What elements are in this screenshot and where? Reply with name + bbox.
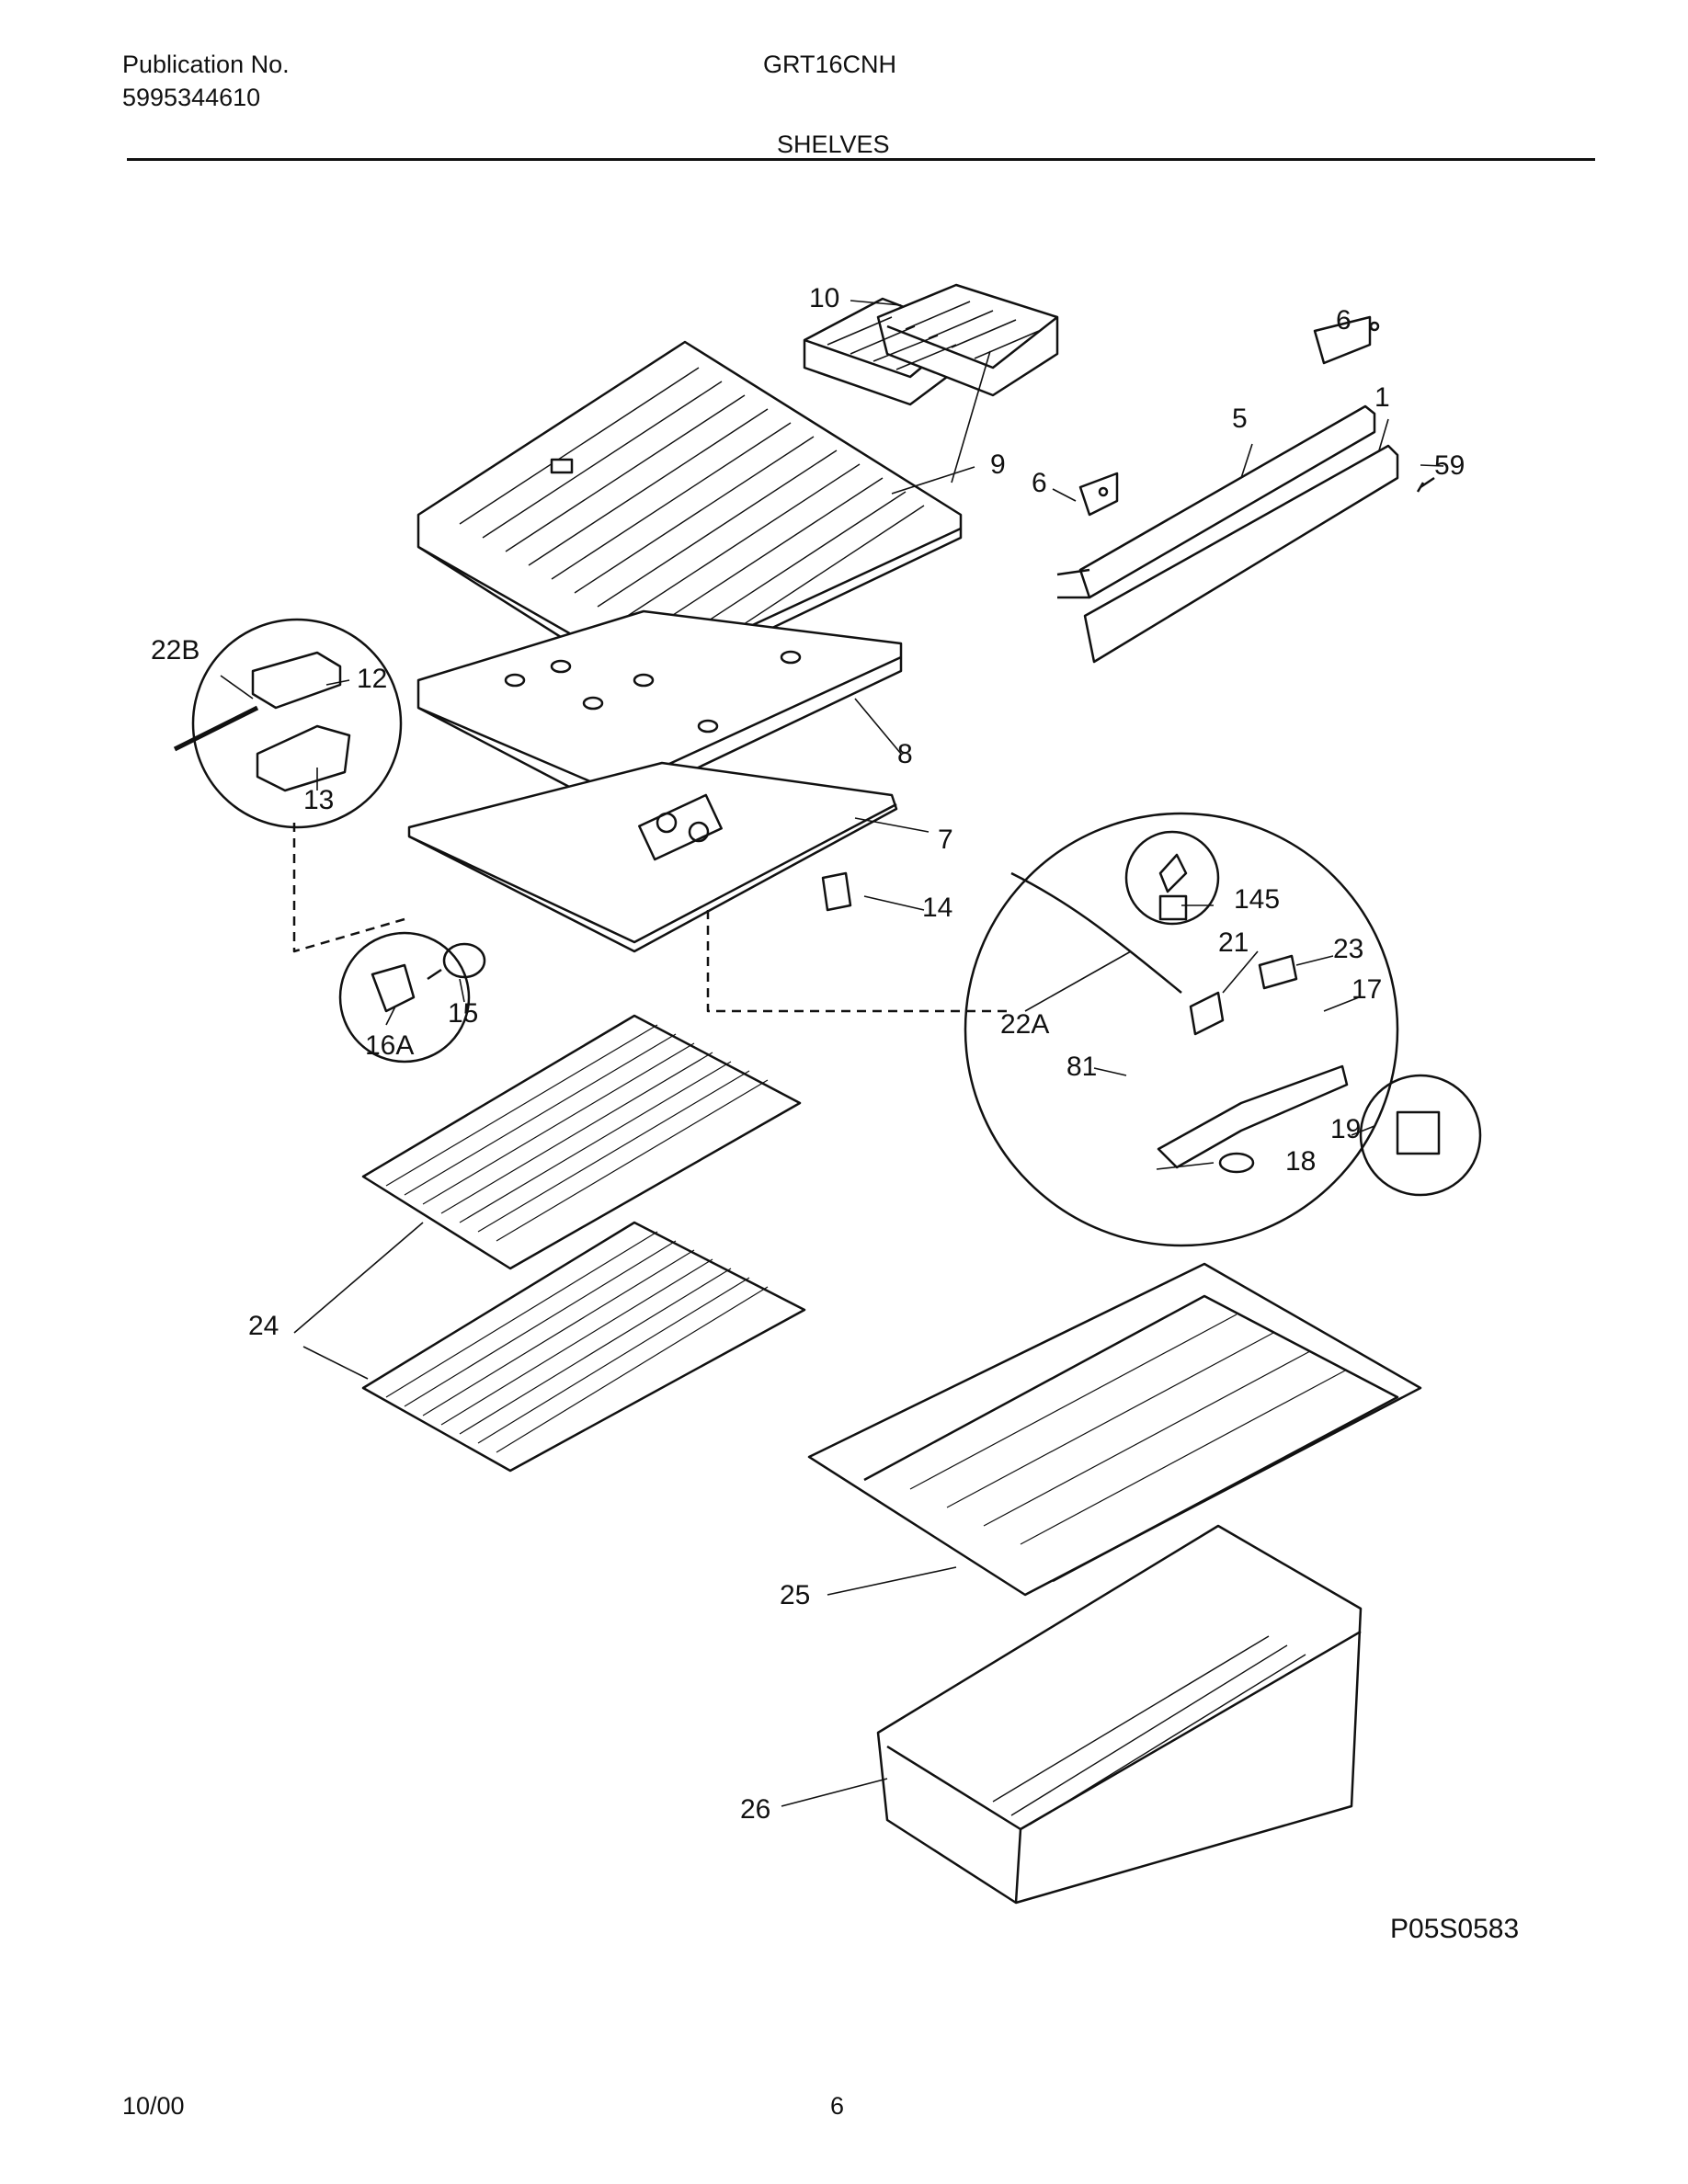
callout-23: 23	[1333, 934, 1363, 964]
publication-label: Publication No.	[122, 51, 290, 78]
callout-24: 24	[248, 1311, 279, 1341]
wire-shelves	[361, 1014, 806, 1473]
crisper-drawer	[876, 1524, 1363, 1905]
callout-6-top: 6	[1336, 305, 1352, 336]
publication-number: 5995344610	[122, 84, 261, 111]
callout-22b: 22B	[151, 635, 200, 665]
callout-26: 26	[740, 1794, 770, 1825]
callout-6-left: 6	[1032, 468, 1047, 498]
callout-16a: 16A	[365, 1030, 414, 1061]
model-number: GRT16CNH	[763, 51, 897, 78]
detail-circle-control-housing	[706, 812, 1482, 1247]
freezer-shelf-top	[416, 340, 963, 691]
callout-59: 59	[1434, 450, 1465, 481]
callout-9: 9	[990, 449, 1006, 480]
callout-5: 5	[1232, 404, 1248, 434]
callout-19: 19	[1330, 1114, 1361, 1144]
figure-code: P05S0583	[1390, 1914, 1520, 1944]
callout-8: 8	[897, 739, 913, 769]
callout-15: 15	[448, 998, 478, 1029]
callout-10: 10	[809, 283, 839, 313]
callout-14: 14	[922, 893, 952, 923]
callout-1: 1	[1374, 382, 1390, 413]
callout-17: 17	[1352, 974, 1382, 1005]
callout-18: 18	[1285, 1146, 1316, 1177]
section-title: SHELVES	[777, 131, 890, 158]
footer-page-number: 6	[830, 2092, 845, 2120]
callout-81: 81	[1066, 1052, 1097, 1082]
callout-25: 25	[780, 1580, 810, 1610]
callout-7: 7	[938, 825, 953, 855]
callout-12: 12	[357, 664, 387, 694]
lamp-and-socket	[338, 931, 486, 1064]
leader-lines	[220, 300, 1444, 1807]
callout-145: 145	[1234, 884, 1280, 915]
callout-13: 13	[303, 785, 334, 815]
header-rule	[127, 158, 1595, 161]
detail-circle-light-socket	[173, 618, 405, 953]
freezer-floor-plate	[407, 761, 898, 953]
callout-22a: 22A	[1000, 1009, 1049, 1040]
shelf-support-rails	[1056, 315, 1435, 664]
ice-cube-trays	[803, 283, 1059, 406]
crisper-cover-shelf	[807, 1262, 1422, 1597]
callout-21: 21	[1218, 927, 1249, 958]
footer-date: 10/00	[122, 2092, 185, 2120]
